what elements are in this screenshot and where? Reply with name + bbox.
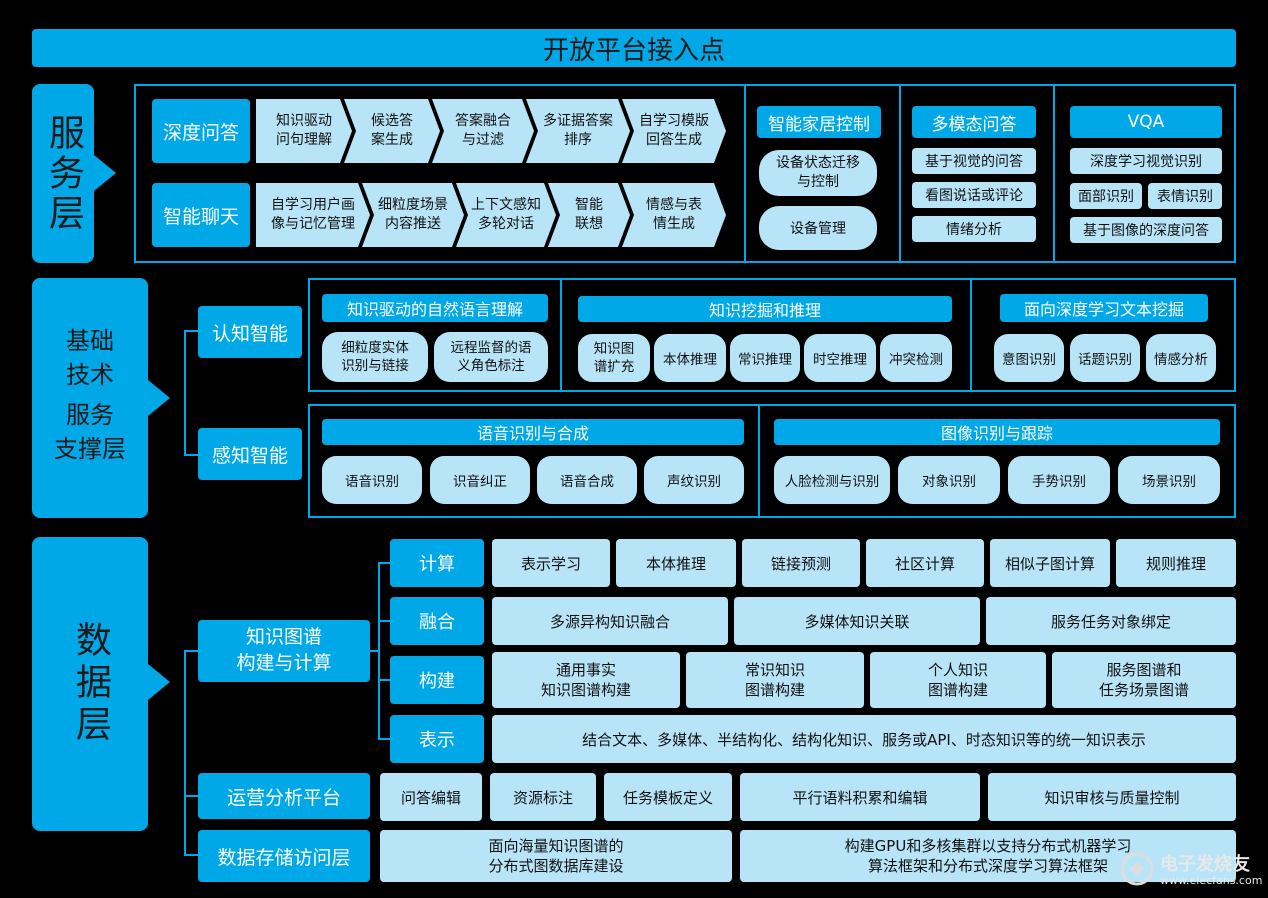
smart-chat-step: 情感与表 情生成: [622, 183, 726, 247]
text-mining-item: 情感分析: [1146, 334, 1216, 382]
text-mining-item: 意图识别: [994, 334, 1064, 382]
smart-home-item: 设备状态迁移 与控制: [759, 150, 877, 196]
nlu-title: 知识驱动的自然语言理解: [322, 294, 548, 322]
image-item: 对象识别: [898, 456, 1000, 504]
smart-chat-step: 自学习用户画 像与记忆管理: [256, 183, 370, 247]
compute-label: 计算: [390, 539, 484, 587]
compute-item: 本体推理: [616, 539, 736, 587]
open-platform-bar: 开放平台接入点: [32, 29, 1236, 67]
vqa-item: 面部识别: [1070, 183, 1142, 209]
image-item: 场景识别: [1118, 456, 1220, 504]
cognitive-frame: [308, 278, 1236, 392]
kg-build-compute: 知识图谱 构建与计算: [198, 620, 370, 682]
mining-item: 冲突检测: [880, 334, 952, 382]
speech-item: 声纹识别: [644, 456, 744, 504]
watermark-logo-icon: [1120, 852, 1154, 886]
mining-item: 时空推理: [804, 334, 876, 382]
vqa-item: 深度学习视觉识别: [1070, 148, 1222, 174]
deep-qa-step: 知识驱动 问句理解: [256, 99, 352, 163]
text-mining-item: 话题识别: [1070, 334, 1140, 382]
image-title: 图像识别与跟踪: [774, 419, 1220, 445]
compute-item: 规则推理: [1116, 539, 1236, 587]
nlu-item: 远程监督的语 义角色标注: [434, 332, 548, 382]
mining-item: 知识图 谱扩充: [578, 334, 650, 382]
mining-item: 本体推理: [654, 334, 726, 382]
vqa-item: 基于图像的深度问答: [1070, 217, 1222, 243]
fusion-label: 融合: [390, 597, 484, 645]
data-layer-label: 数据层: [32, 537, 148, 831]
speech-item: 识音纠正: [430, 456, 530, 504]
multimodal-qa-item: 情绪分析: [912, 216, 1036, 242]
ops-item: 知识审核与质量控制: [988, 773, 1236, 821]
storage-item: 构建GPU和多核集群以支持分布式机器学习 算法框架和分布式深度学习算法框架: [740, 830, 1236, 882]
compute-item: 表示学习: [492, 539, 610, 587]
fusion-item: 多媒体知识关联: [734, 597, 980, 645]
foundation-layer-label: 基础 技术 服务 支撑层: [32, 278, 148, 518]
watermark-cn: 电子发烧友: [1160, 854, 1250, 875]
compute-item: 社区计算: [866, 539, 984, 587]
cognitive-intelligence: 认知智能: [198, 306, 302, 358]
ops-item: 平行语料积累和编辑: [740, 773, 980, 821]
watermark-en: www.elecfans.com: [1160, 874, 1263, 887]
smart-chat-step: 细粒度场景 内容推送: [362, 183, 464, 247]
data-layer-arrow: [148, 664, 170, 700]
smart-chat-title: 智能聊天: [152, 183, 250, 247]
perceptual-frame: [308, 404, 1236, 518]
ops-platform: 运营分析平台: [198, 773, 370, 819]
image-item: 手势识别: [1008, 456, 1110, 504]
smart-chat-step: 智能 联想: [548, 183, 630, 247]
deep-qa-step: 候选答 案生成: [344, 99, 440, 163]
storage-item: 面向海量知识图谱的 分布式图数据库建设: [380, 830, 732, 882]
perceptual-intelligence: 感知智能: [198, 428, 302, 480]
ops-item: 资源标注: [490, 773, 596, 821]
watermark: 电子发烧友 www.elecfans.com: [1120, 846, 1263, 892]
deep-qa-step: 多证据答案 排序: [526, 99, 630, 163]
smart-home-item: 设备管理: [759, 206, 877, 250]
vqa-item: 表情识别: [1148, 183, 1222, 209]
ops-item: 任务模板定义: [604, 773, 732, 821]
deep-qa-step: 自学习模版 回答生成: [622, 99, 726, 163]
knowledge-mining-title: 知识挖掘和推理: [578, 296, 952, 322]
service-layer-arrow: [94, 155, 116, 191]
multimodal-qa-item: 基于视觉的问答: [912, 148, 1036, 174]
storage-layer: 数据存储访问层: [198, 830, 370, 882]
speech-title: 语音识别与合成: [322, 419, 744, 445]
foundation-layer-arrow: [148, 380, 170, 416]
compute-item: 链接预测: [742, 539, 860, 587]
deep-qa-step: 答案融合 与过滤: [432, 99, 534, 163]
mining-item: 常识推理: [730, 334, 800, 382]
construct-item: 通用事实 知识图谱构建: [492, 652, 680, 708]
service-layer-frame: [134, 84, 1236, 263]
multimodal-qa-title: 多模态问答: [912, 106, 1036, 138]
speech-item: 语音识别: [322, 456, 422, 504]
fusion-item: 多源异构知识融合: [492, 597, 728, 645]
represent-item: 结合文本、多媒体、半结构化、结构化知识、服务或API、时态知识等的统一知识表示: [492, 715, 1236, 763]
image-item: 人脸检测与识别: [774, 456, 890, 504]
fusion-item: 服务任务对象绑定: [986, 597, 1236, 645]
text-mining-title: 面向深度学习文本挖掘: [1000, 294, 1208, 322]
vqa-title: VQA: [1070, 106, 1222, 138]
multimodal-qa-item: 看图说话或评论: [912, 182, 1036, 208]
construct-label: 构建: [390, 656, 484, 704]
construct-item: 个人知识 图谱构建: [870, 652, 1046, 708]
smart-home-title: 智能家居控制: [757, 106, 881, 138]
smart-chat-step: 上下文感知 多轮对话: [456, 183, 556, 247]
deep-qa-title: 深度问答: [152, 99, 250, 163]
construct-item: 服务图谱和 任务场景图谱: [1052, 652, 1236, 708]
speech-item: 语音合成: [537, 456, 637, 504]
ops-item: 问答编辑: [380, 773, 482, 821]
service-layer-label: 服务层: [32, 84, 94, 263]
construct-item: 常识知识 图谱构建: [686, 652, 864, 708]
nlu-item: 细粒度实体 识别与链接: [322, 332, 428, 382]
represent-label: 表示: [390, 715, 484, 763]
compute-item: 相似子图计算: [990, 539, 1110, 587]
